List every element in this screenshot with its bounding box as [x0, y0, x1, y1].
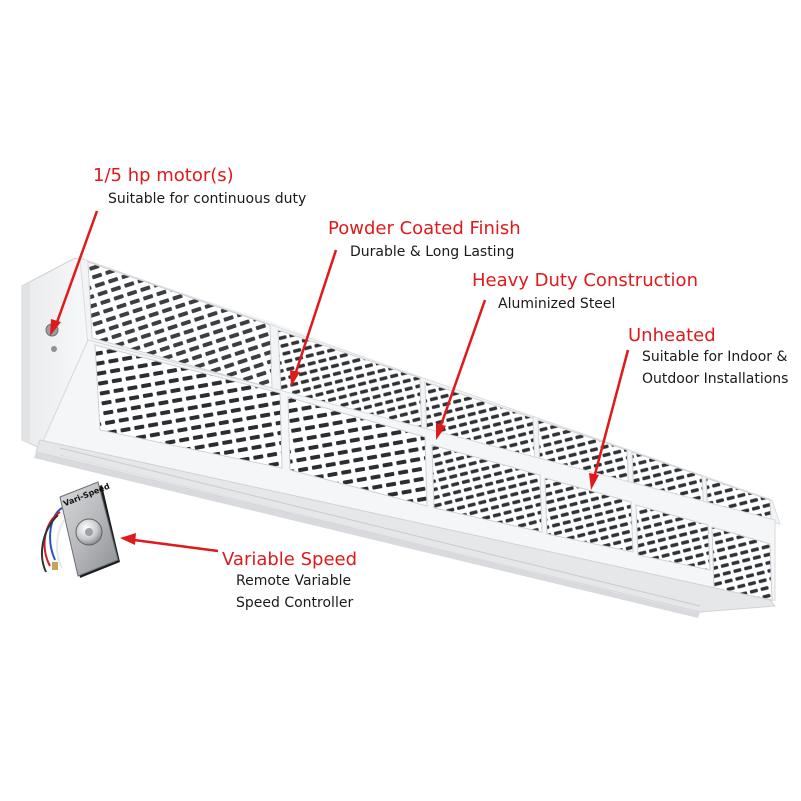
arrow-speed	[120, 533, 219, 553]
speed-controller	[41, 481, 120, 578]
arrow-unheated	[589, 349, 630, 490]
callout-motor: 1/5 hp motor(s) Suitable for continuous …	[93, 166, 306, 210]
arrow-finish	[290, 249, 338, 387]
callout-speed: Variable Speed Remote Variable Speed Con…	[222, 550, 357, 614]
callout-finish: Powder Coated Finish Durable & Long Last…	[328, 219, 521, 263]
callout-construction-title: Heavy Duty Construction	[472, 270, 698, 291]
callout-unheated-title: Unheated	[628, 325, 716, 346]
callout-speed-subtitle-line2: Speed Controller	[236, 595, 354, 611]
callout-finish-subtitle: Durable & Long Lasting	[350, 244, 515, 260]
callout-arrows	[50, 210, 630, 553]
callout-speed-subtitle-line1: Remote Variable	[236, 573, 352, 589]
callout-unheated-subtitle-line2: Outdoor Installations	[642, 371, 789, 387]
callout-motor-title: 1/5 hp motor(s)	[93, 165, 234, 186]
callout-speed-title: Variable Speed	[222, 549, 358, 570]
arrow-motor	[50, 210, 99, 336]
callout-unheated: Unheated Suitable for Indoor & Outdoor I…	[628, 326, 788, 390]
arrow-construction	[436, 299, 487, 440]
callout-finish-title: Powder Coated Finish	[328, 218, 521, 239]
callout-construction-subtitle: Aluminized Steel	[498, 296, 616, 312]
callout-construction: Heavy Duty Construction Aluminized Steel	[472, 271, 698, 315]
callout-unheated-subtitle-line1: Suitable for Indoor &	[642, 349, 788, 365]
air-curtain-unit	[21, 257, 781, 618]
callout-motor-subtitle: Suitable for continuous duty	[108, 191, 307, 207]
